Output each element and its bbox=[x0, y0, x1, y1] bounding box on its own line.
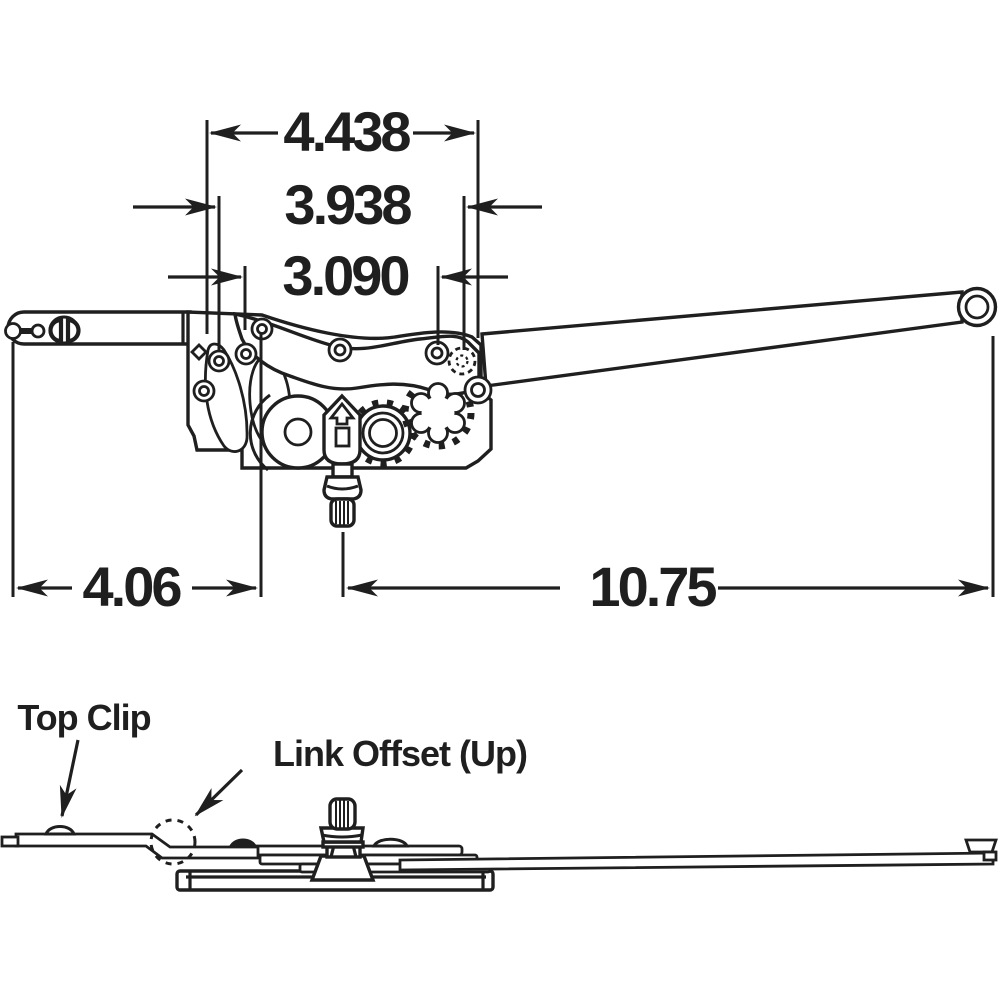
dimension-406: 4.06 bbox=[16, 555, 258, 618]
callouts: Top Clip Link Offset (Up) bbox=[17, 697, 528, 818]
gear-bore bbox=[368, 418, 398, 448]
link-arm-jog-shape bbox=[14, 832, 260, 860]
dim-3938-label: 3.938 bbox=[284, 173, 411, 236]
link-offset-label: Link Offset (Up) bbox=[273, 733, 527, 774]
diamond-hole bbox=[190, 343, 208, 361]
link-offset-arrow bbox=[194, 768, 244, 817]
side-long-arm-shape bbox=[398, 851, 995, 872]
side-shaft-assembly bbox=[309, 797, 376, 882]
spline-barrel-ridges bbox=[335, 800, 349, 828]
link-offset-highlight-circle bbox=[149, 818, 197, 866]
spline-tip bbox=[329, 497, 356, 528]
knob-center-mask bbox=[421, 396, 455, 430]
flare-curve-line bbox=[326, 484, 359, 491]
flare-line bbox=[321, 833, 363, 839]
side-link-arm bbox=[0, 825, 410, 860]
dim-406-label: 4.06 bbox=[83, 555, 182, 618]
dimension-3090: 3.090 bbox=[168, 244, 508, 307]
shaft-skirt bbox=[309, 854, 376, 882]
dimension-3938: 3.938 bbox=[133, 173, 542, 236]
arm-end-ring-inner bbox=[964, 294, 990, 320]
top-view-operator bbox=[4, 286, 998, 528]
arm-end-bracket-tab bbox=[982, 850, 998, 862]
shoe-right-half-icon bbox=[65, 317, 81, 344]
side-long-arm bbox=[398, 838, 998, 872]
long-arm-shape bbox=[480, 290, 964, 388]
arm-pivot-rivet bbox=[470, 382, 486, 398]
boss-slot-detail bbox=[334, 426, 351, 448]
pin-head bbox=[30, 323, 46, 339]
spline-ridges bbox=[335, 501, 349, 525]
hidden-hole-outer bbox=[447, 346, 477, 376]
wheel-hub bbox=[283, 417, 313, 447]
dim-1075-label: 10.75 bbox=[589, 555, 716, 618]
ear-hole-inner bbox=[240, 348, 252, 360]
hidden-hole bbox=[447, 346, 477, 376]
top-clip-label: Top Clip bbox=[17, 697, 150, 738]
spur-gear bbox=[349, 399, 417, 467]
stud-gear-knob bbox=[410, 382, 466, 444]
dim-4438-label: 4.438 bbox=[283, 100, 410, 163]
band-rivet-inner bbox=[333, 343, 347, 357]
top-clip-arrow bbox=[59, 739, 80, 818]
left-link-arm bbox=[4, 310, 192, 346]
ear-hole-inner bbox=[198, 385, 210, 397]
boss-arrow-detail bbox=[328, 401, 356, 426]
dimension-1075: 10.75 bbox=[346, 555, 990, 618]
hidden-hole-inner bbox=[455, 354, 469, 368]
shoe-left-half-icon bbox=[48, 317, 64, 344]
arm-pivot-pin bbox=[4, 322, 22, 340]
link-rivet-hump bbox=[228, 838, 258, 848]
spline-shaft-assembly bbox=[322, 393, 363, 528]
dimension-annotations: 4.438 3.938 3.090 4.06 10.75 bbox=[11, 100, 995, 618]
spline-barrel bbox=[328, 797, 357, 831]
mounting-holes bbox=[190, 317, 274, 403]
band-hole-inner bbox=[430, 346, 444, 360]
dim-3090-label: 3.090 bbox=[282, 244, 408, 307]
ear-hole-inner bbox=[213, 355, 225, 367]
gear-teeth-ring bbox=[349, 399, 417, 467]
dimension-4438: 4.438 bbox=[209, 100, 476, 163]
arm-left-tip bbox=[0, 835, 20, 848]
arm-end-bracket bbox=[964, 838, 998, 854]
long-operator-arm bbox=[463, 286, 998, 405]
side-view-operator: Top Clip Link Offset (Up) bbox=[0, 697, 998, 892]
arm-rivet-hump bbox=[371, 837, 410, 848]
top-clip-bump bbox=[43, 825, 77, 836]
ear-hole-inner bbox=[256, 323, 268, 335]
shaft-neck bbox=[331, 462, 354, 479]
extension-lines bbox=[11, 120, 995, 597]
